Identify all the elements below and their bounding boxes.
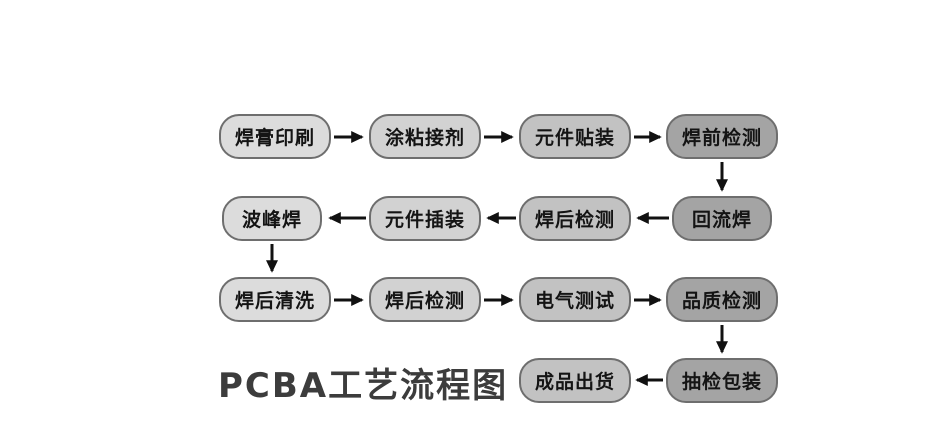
node-post-solder-cleaning: 焊后清洗 [219, 277, 331, 322]
node-component-placement: 元件贴装 [519, 114, 631, 159]
node-component-insertion: 元件插装 [369, 196, 481, 241]
node-sampling-packaging: 抽检包装 [666, 358, 778, 403]
node-wave-soldering: 波峰焊 [222, 196, 322, 241]
node-product-shipment: 成品出货 [519, 358, 631, 403]
node-electrical-test: 电气测试 [519, 277, 631, 322]
diagram-title: PCBA工艺流程图 [218, 366, 509, 406]
node-post-solder-inspection-2: 焊后检测 [369, 277, 481, 322]
node-pre-solder-inspection: 焊前检测 [666, 114, 778, 159]
node-solder-paste-printing: 焊膏印刷 [219, 114, 331, 159]
node-post-solder-inspection-1: 焊后检测 [519, 196, 631, 241]
node-reflow-soldering: 回流焊 [672, 196, 772, 241]
node-apply-adhesive: 涂粘接剂 [369, 114, 481, 159]
node-quality-inspection: 品质检测 [666, 277, 778, 322]
